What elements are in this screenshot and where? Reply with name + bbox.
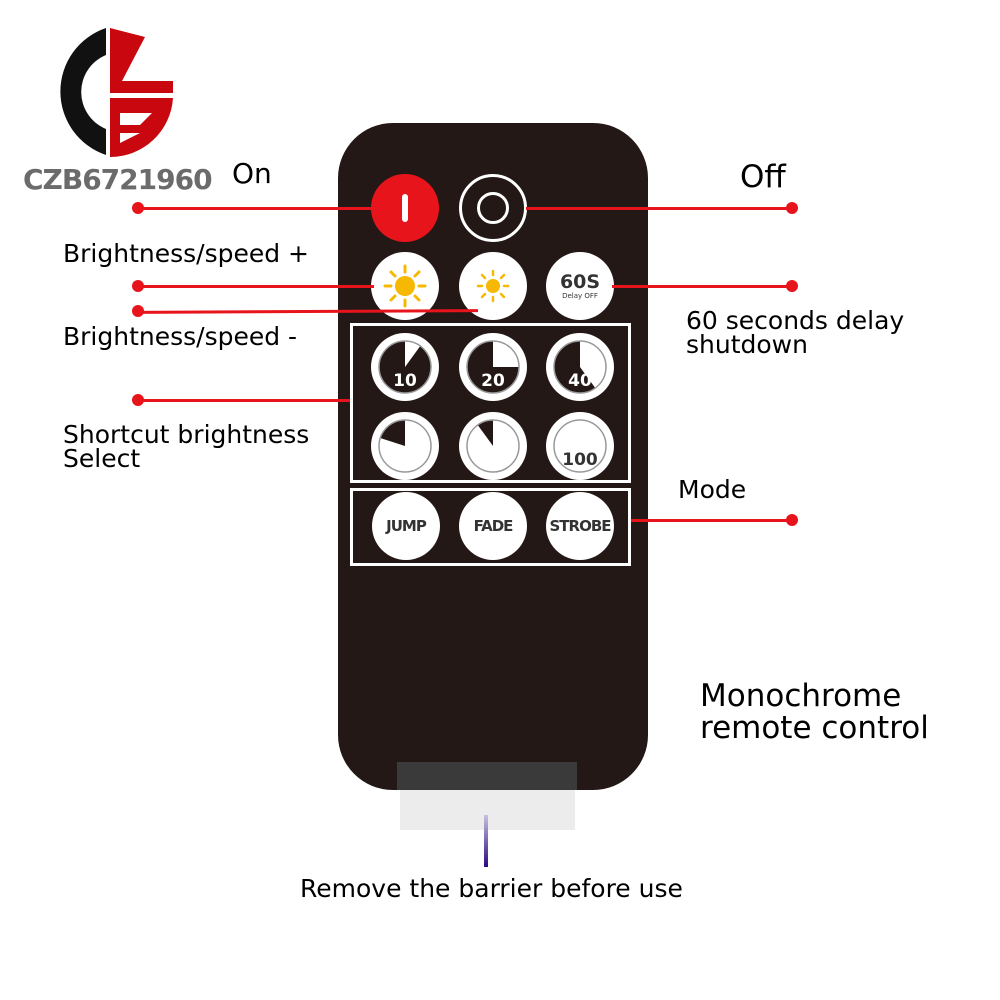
brightness-100-button[interactable]: 100 (546, 412, 614, 480)
brand-logo (60, 28, 173, 158)
logo-text: CZB6721960 (23, 163, 213, 196)
level-gauge-icon (378, 419, 432, 473)
level-label: 10 (393, 371, 417, 391)
brightness-80-button[interactable]: 80 (459, 412, 527, 480)
level-gauge-icon (553, 340, 607, 394)
level-label: 40 (568, 371, 592, 391)
mode-label: STROBE (549, 517, 611, 535)
level-gauge-icon (466, 419, 520, 473)
level-gauge-icon (553, 419, 607, 473)
delay-off-button[interactable]: 60S Delay OFF (546, 252, 614, 320)
on-button[interactable] (371, 174, 439, 242)
brightness-down-callout-dot (132, 305, 144, 317)
level-gauge-icon (378, 340, 432, 394)
level-label: 60 (393, 450, 417, 470)
barrier-pointer (484, 815, 488, 867)
label-off: Off (740, 159, 786, 195)
mode-callout-line (631, 519, 792, 522)
mode-group (350, 488, 631, 566)
sun-large-icon (383, 264, 427, 308)
brightness-40-button[interactable]: 40 (546, 333, 614, 401)
mode-jump-button[interactable]: JUMP (372, 492, 440, 560)
mode-strobe-button[interactable]: STROBE (546, 492, 614, 560)
power-on-icon (402, 194, 408, 222)
label-mode: Mode (678, 475, 747, 504)
off-button[interactable] (459, 174, 527, 242)
mode-fade-button[interactable]: FADE (459, 492, 527, 560)
label-brightness-minus: Brightness/speed - (63, 322, 298, 351)
delay-sub-label: Delay OFF (562, 291, 598, 300)
brightness-60-button[interactable]: 60 (371, 412, 439, 480)
brightness-20-button[interactable]: 20 (459, 333, 527, 401)
label-barrier: Remove the barrier before use (300, 874, 683, 903)
brightness-up-button[interactable] (371, 252, 439, 320)
off-callout-line (526, 207, 792, 210)
shortcut-callout-line (138, 399, 350, 402)
power-off-icon (477, 192, 509, 224)
level-label: 100 (562, 450, 598, 470)
on-callout-dot (132, 202, 144, 214)
level-label: 20 (481, 371, 505, 391)
level-gauge-icon (466, 340, 520, 394)
delay-callout-line (612, 285, 792, 288)
brightness-up-callout-dot (132, 280, 144, 292)
label-brightness-plus: Brightness/speed + (63, 239, 310, 268)
shortcut-callout-dot (132, 394, 144, 406)
label-title: Monochrome remote control (700, 678, 929, 746)
mode-label: JUMP (386, 517, 427, 535)
shortcut-brightness-group (350, 323, 631, 483)
delay-main-label: 60S (559, 270, 601, 293)
level-label: 80 (481, 450, 505, 470)
brightness-10-button[interactable]: 10 (371, 333, 439, 401)
mode-label: FADE (473, 517, 514, 535)
off-callout-dot (786, 202, 798, 214)
sun-small-icon (476, 269, 510, 303)
label-delay-shutdown: 60 seconds delay shutdown (686, 306, 905, 359)
label-shortcut-brightness: Shortcut brightness Select (63, 420, 310, 473)
brightness-up-callout-line (138, 285, 374, 288)
on-callout-line (138, 207, 374, 210)
mode-callout-dot (786, 514, 798, 526)
brightness-down-button[interactable] (459, 252, 527, 320)
battery-slot (397, 762, 577, 790)
label-on: On (232, 157, 272, 190)
delay-callout-dot (786, 280, 798, 292)
